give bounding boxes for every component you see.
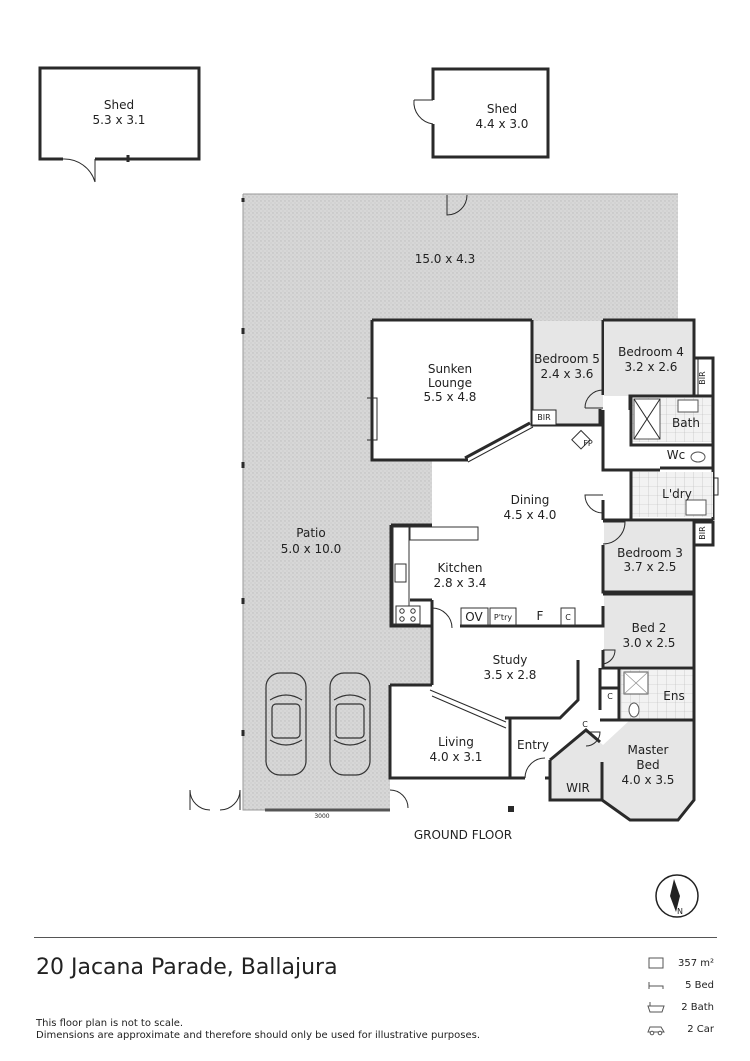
- compass-icon: N: [655, 874, 699, 918]
- area-stat: 357 m²: [677, 958, 714, 969]
- room-text: Living: [438, 735, 474, 749]
- room-text: 4.0 x 3.5: [622, 773, 675, 787]
- room-text: 2.8 x 3.4: [434, 576, 487, 590]
- car-1: [265, 672, 307, 776]
- bed-2: Bed 2 3.0 x 2.5: [580, 592, 696, 670]
- room-text: 3.2 x 2.6: [625, 360, 678, 374]
- sunken-lounge: Sunken Lounge 5.5 x 4.8: [367, 318, 532, 462]
- room-text: WIR: [566, 781, 590, 795]
- room-text: L'dry: [662, 487, 692, 501]
- room-text: Bedroom 5: [534, 352, 600, 366]
- room-text: Bedroom 3: [617, 546, 683, 560]
- room-text: Master: [628, 743, 669, 757]
- room-text: C: [582, 720, 588, 729]
- room-text: Entry: [517, 738, 549, 752]
- floor-plan: Shed 5.3 x 3.1 Shed 4.4 x 3.0 15.0 x 4.3…: [38, 66, 719, 918]
- car-stat: 2 Car: [687, 1024, 714, 1035]
- car-2: [329, 672, 371, 776]
- disclaimer: This floor plan is not to scale. Dimensi…: [36, 1018, 480, 1042]
- room-text: 4.5 x 4.0: [504, 508, 557, 522]
- room-text: Study: [493, 653, 528, 667]
- room-text: Sunken: [428, 362, 472, 376]
- bedroom-5: BIR Bedroom 5 2.4 x 3.6: [530, 320, 605, 427]
- laundry: L'dry: [629, 468, 719, 522]
- shed-1-label: Shed: [104, 98, 134, 112]
- room-text: BIR: [537, 413, 551, 422]
- room-text: 5.5 x 4.8: [424, 390, 477, 404]
- bed-icon: [648, 982, 664, 989]
- room-text: BIR: [698, 526, 707, 540]
- wc: Wc: [660, 448, 713, 470]
- living: Living 4.0 x 3.1: [388, 683, 512, 780]
- room-text: OV: [465, 610, 483, 624]
- patio-size: 5.0 x 10.0: [281, 542, 342, 556]
- shed-1: Shed 5.3 x 3.1: [38, 66, 201, 183]
- shed-2-size: 4.4 x 3.0: [476, 117, 529, 131]
- study: Study 3.5 x 2.8: [484, 653, 580, 720]
- garage-door-width: 3000: [314, 813, 329, 820]
- room-text: 3.0 x 2.5: [623, 636, 676, 650]
- bedroom-3: BIR Bedroom 3 3.7 x 2.5: [601, 518, 715, 594]
- disclaimer-line-1: This floor plan is not to scale.: [36, 1018, 184, 1029]
- room-text: 4.0 x 3.1: [430, 750, 483, 764]
- bath-stat: 2 Bath: [681, 1002, 714, 1013]
- patio-label: Patio: [296, 526, 325, 540]
- ensuite: Ens C: [598, 668, 696, 722]
- bath-icon: [647, 1002, 665, 1013]
- room-text: BIR: [698, 371, 707, 385]
- area-icon: [648, 957, 664, 969]
- car-icon: [647, 1026, 665, 1036]
- shed-1-size: 5.3 x 3.1: [93, 113, 146, 127]
- room-text: N: [677, 907, 683, 916]
- floor-label: GROUND FLOOR: [414, 828, 512, 842]
- room-text: FP: [583, 439, 593, 448]
- shed-2-label: Shed: [487, 102, 517, 116]
- room-text: 3.7 x 2.5: [624, 560, 677, 574]
- room-text: 2.4 x 3.6: [541, 367, 594, 381]
- room-text: Bed: [636, 758, 659, 772]
- room-text: Bath: [672, 416, 700, 430]
- room-text: C: [607, 692, 613, 701]
- disclaimer-line-2: Dimensions are approximate and therefore…: [36, 1030, 481, 1041]
- address-title: 20 Jacana Parade, Ballajura: [36, 955, 338, 980]
- room-text: Ens: [663, 689, 684, 703]
- room-text: Lounge: [428, 376, 472, 390]
- outdoor-area: [243, 194, 678, 810]
- room-text: C: [565, 613, 571, 622]
- room-text: Kitchen: [437, 561, 482, 575]
- room-text: Bed 2: [632, 621, 667, 635]
- room-text: P'try: [494, 613, 512, 622]
- dining: FP Dining 4.5 x 4.0: [504, 410, 631, 522]
- kitchen: OV P'try F C Kitchen 2.8 x 3.4: [389, 523, 580, 685]
- bed-stat: 5 Bed: [685, 980, 714, 991]
- entry: Entry: [508, 738, 552, 812]
- divider: [34, 937, 717, 938]
- shed-2: Shed 4.4 x 3.0: [413, 67, 550, 159]
- room-text: Dining: [511, 493, 550, 507]
- master-bedroom: C WIR Master Bed 4.0 x 3.5: [548, 718, 696, 822]
- room-text: Bedroom 4: [618, 345, 684, 359]
- alfresco-size: 15.0 x 4.3: [415, 252, 476, 266]
- room-text: Wc: [667, 448, 685, 462]
- room-text: F: [537, 609, 544, 623]
- room-text: 3.5 x 2.8: [484, 668, 537, 682]
